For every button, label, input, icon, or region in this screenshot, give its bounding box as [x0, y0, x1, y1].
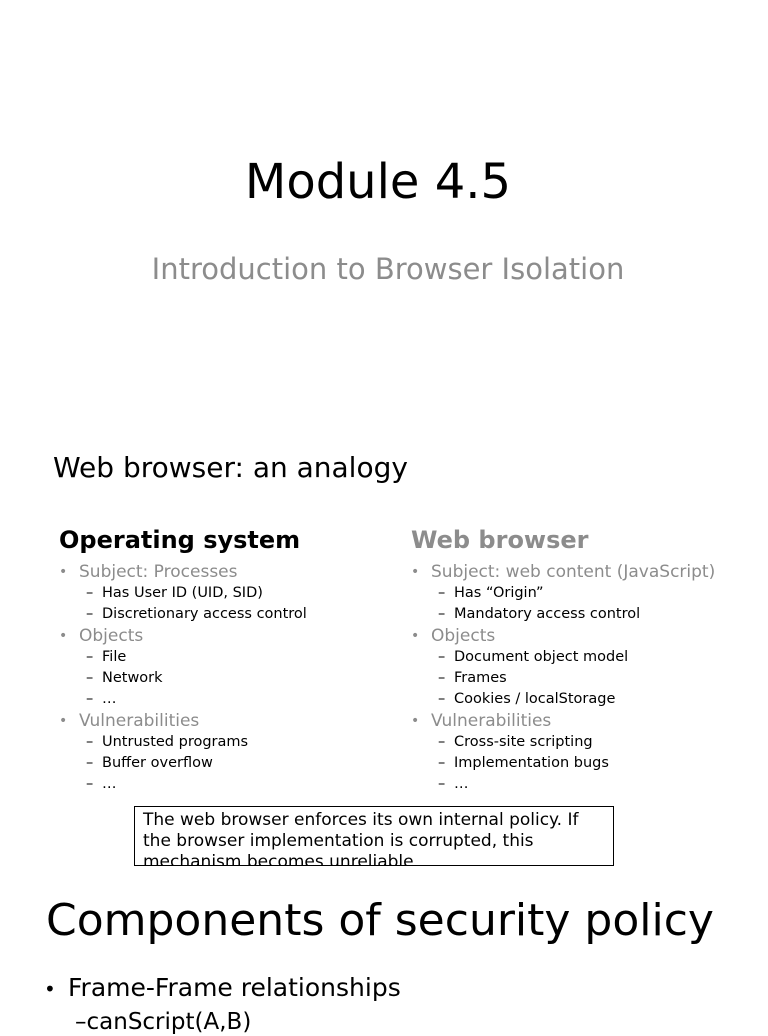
list-item: –… [59, 774, 399, 795]
dash-icon: – [86, 755, 94, 771]
dash-icon: – [438, 585, 446, 601]
item-text: Buffer overflow [102, 755, 213, 771]
dash-icon: – [86, 670, 94, 686]
policy-bullet: • Frame-Frame relationships [44, 972, 401, 1005]
bullet-icon: • [411, 564, 420, 580]
dash-icon: – [86, 776, 94, 792]
callout-text: The web browser enforces its own interna… [143, 810, 579, 866]
dash-icon: – [86, 734, 94, 750]
list-item: –Has “Origin” [411, 583, 751, 604]
os-objects-group: •Objects –File –Network –… [59, 625, 399, 710]
item-text: … [102, 776, 117, 792]
list-item: –Cross-site scripting [411, 732, 751, 753]
list-item: –Untrusted programs [59, 732, 399, 753]
bullet-label: Subject: Processes [79, 562, 238, 582]
bullet-label: Subject: web content (JavaScript) [431, 562, 716, 582]
item-text: Cross-site scripting [454, 734, 593, 750]
os-vulnerabilities-group: •Vulnerabilities –Untrusted programs –Bu… [59, 710, 399, 795]
list-item: –File [59, 647, 399, 668]
bullet-icon: • [59, 628, 68, 644]
dash-icon: – [438, 670, 446, 686]
dash-icon: – [438, 755, 446, 771]
os-vulnerabilities-bullet: • Vulnerabilities [59, 710, 399, 732]
sub-bullet-label: canScript(A,B) [86, 1009, 252, 1035]
callout-box: The web browser enforces its own interna… [134, 806, 614, 866]
dash-icon: – [438, 649, 446, 665]
dash-icon: – [86, 649, 94, 665]
item-text: File [102, 649, 127, 665]
bullet-icon: • [411, 628, 420, 644]
item-text: Untrusted programs [102, 734, 249, 750]
policy-slide-title: Components of security policy [46, 895, 714, 946]
wb-vulnerabilities-group: •Vulnerabilities –Cross-site scripting –… [411, 710, 751, 795]
wb-vulnerabilities-bullet: • Vulnerabilities [411, 710, 751, 732]
bullet-icon: • [59, 564, 68, 580]
bullet-icon: • [411, 713, 420, 729]
module-subtitle: Introduction to Browser Isolation [151, 252, 625, 286]
item-text: … [102, 691, 117, 707]
item-text: Implementation bugs [454, 755, 609, 771]
bullet-icon: • [59, 713, 68, 729]
list-item: –Cookies / localStorage [411, 689, 751, 710]
bullet-label: Vulnerabilities [431, 711, 552, 731]
os-subject-bullet: • Subject: Processes [59, 561, 399, 583]
dash-icon: – [438, 691, 446, 707]
wb-objects-group: •Objects –Document object model –Frames … [411, 625, 751, 710]
module-title: Module 4.5 [244, 154, 512, 210]
list-item: –Document object model [411, 647, 751, 668]
dash-icon: – [86, 585, 94, 601]
analogy-slide-title: Web browser: an analogy [53, 451, 408, 484]
item-text: Cookies / localStorage [454, 691, 616, 707]
os-subject-group: • Subject: Processes –Has User ID (UID, S… [59, 561, 399, 625]
list-item: –Buffer overflow [59, 753, 399, 774]
dash-icon: – [438, 606, 446, 622]
operating-system-column: Operating system •Subject: Processes –Ha… [59, 522, 399, 795]
bullet-label: Objects [431, 626, 496, 646]
item-text: Has User ID (UID, SID) [102, 585, 263, 601]
web-browser-column: Web browser • Subject: web content (JavaS… [411, 522, 751, 795]
bullet-icon: • [44, 977, 56, 1001]
list-item: –Frames [411, 668, 751, 689]
policy-sub-bullet: –canScript(A,B) [75, 1008, 251, 1036]
operating-system-heading: Operating system [59, 526, 301, 554]
wb-subject-bullet: • Subject: web content (JavaScript) [411, 561, 751, 583]
bullet-label: Vulnerabilities [79, 711, 200, 731]
bullet-label: Frame-Frame relationships [68, 973, 401, 1002]
list-item: –Mandatory access control [411, 604, 751, 625]
list-item: –… [59, 689, 399, 710]
dash-icon: – [75, 1009, 87, 1035]
item-text: Mandatory access control [454, 606, 641, 622]
list-item: –Network [59, 668, 399, 689]
item-text: … [454, 776, 469, 792]
item-text: Discretionary access control [102, 606, 307, 622]
bullet-label: Objects [79, 626, 144, 646]
item-text: Has “Origin” [454, 585, 544, 601]
dash-icon: – [86, 691, 94, 707]
item-text: Frames [454, 670, 507, 686]
wb-objects-bullet: • Objects [411, 625, 751, 647]
list-item: –… [411, 774, 751, 795]
dash-icon: – [438, 734, 446, 750]
dash-icon: – [86, 606, 94, 622]
wb-subject-group: • Subject: web content (JavaScript) –Has … [411, 561, 751, 625]
list-item: –Implementation bugs [411, 753, 751, 774]
list-item: –Has User ID (UID, SID) [59, 583, 399, 604]
web-browser-heading: Web browser [411, 526, 589, 554]
item-text: Network [102, 670, 163, 686]
list-item: –Discretionary access control [59, 604, 399, 625]
item-text: Document object model [454, 649, 629, 665]
dash-icon: – [438, 776, 446, 792]
os-objects-bullet: • Objects [59, 625, 399, 647]
